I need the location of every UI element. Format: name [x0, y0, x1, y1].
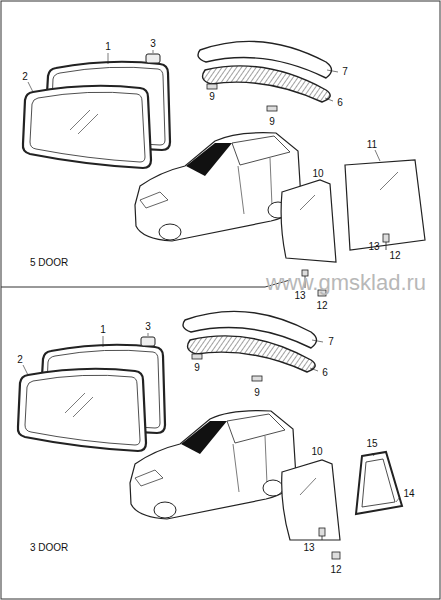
callout-number: 11: [367, 140, 377, 150]
callout-number: 12: [330, 565, 341, 575]
callout-number: 12: [389, 251, 400, 261]
watermark: www.gmsklad.ru: [266, 272, 426, 294]
callout-number: 15: [366, 439, 377, 449]
callout-number: 2: [22, 72, 28, 82]
callout-number: 6: [322, 368, 328, 378]
section-title: 3 DOOR: [30, 543, 68, 553]
callout-number: 9: [194, 363, 200, 373]
callout-number: 3: [145, 322, 151, 332]
callout-number: 13: [303, 543, 314, 553]
callout-number: 6: [337, 98, 343, 108]
callout-number: 1: [105, 42, 111, 52]
callout-number: 12: [316, 301, 327, 311]
callout-number: 3: [150, 39, 156, 49]
callout-number: 14: [403, 489, 414, 499]
callout-number: 10: [312, 169, 323, 179]
callout-number: 10: [311, 447, 322, 457]
callout-number: 2: [17, 355, 23, 365]
callout-number: 9: [209, 92, 215, 102]
callout-number: 7: [328, 337, 334, 347]
callout-number: 9: [269, 117, 275, 127]
callout-number: 9: [254, 388, 260, 398]
callout-number: 1: [100, 325, 106, 335]
callout-number: 13: [368, 242, 379, 252]
callout-number: 7: [342, 67, 348, 77]
section-title: 5 DOOR: [30, 258, 68, 268]
